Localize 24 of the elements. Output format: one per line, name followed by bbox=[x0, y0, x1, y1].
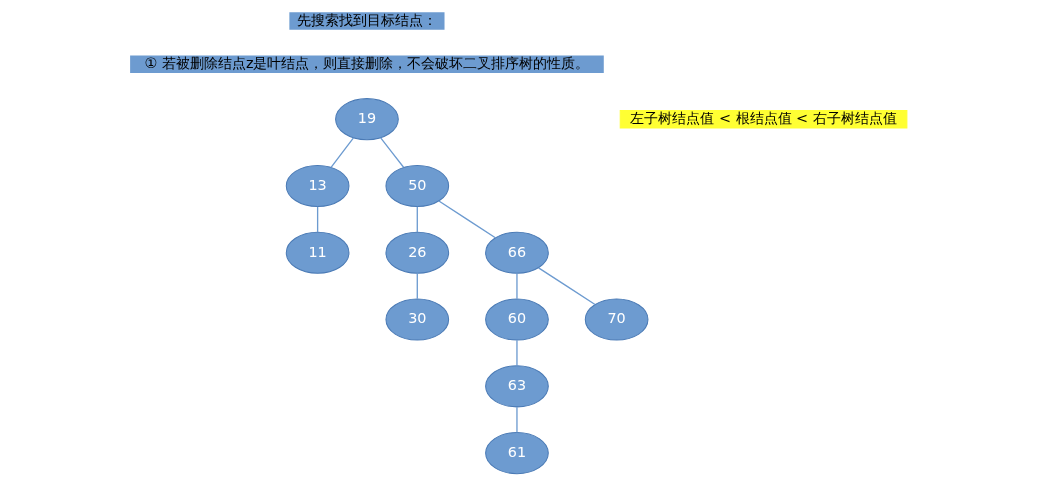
node-ellipse: 13 bbox=[285, 164, 350, 208]
connector bbox=[416, 206, 418, 233]
label: ① 若被删除结点z是叶结点，则直接删除，不会破坏二叉排序树的性质。 bbox=[144, 55, 590, 72]
connector bbox=[516, 272, 518, 300]
connector bbox=[537, 267, 596, 306]
label: 左子树结点值 < 根结点值 < 右子树结点值 bbox=[630, 109, 897, 126]
node-ellipse: 70 bbox=[584, 298, 649, 341]
connector bbox=[416, 272, 418, 300]
node-ellipse: 63 bbox=[485, 365, 549, 408]
node-ellipse: 50 bbox=[385, 164, 450, 208]
connector bbox=[330, 137, 355, 168]
node-ellipse: 66 bbox=[485, 231, 549, 274]
node-ellipse: 19 bbox=[335, 98, 399, 141]
connector bbox=[316, 206, 319, 233]
node-ellipse: 30 bbox=[385, 298, 450, 341]
connector bbox=[438, 200, 497, 239]
connector bbox=[516, 339, 518, 367]
label: 先搜索找到目标结点： bbox=[296, 11, 437, 28]
connector bbox=[516, 406, 518, 434]
connector bbox=[380, 137, 405, 168]
node-ellipse: 26 bbox=[385, 231, 450, 274]
node-ellipse: 61 bbox=[485, 432, 549, 475]
node-ellipse: 60 bbox=[485, 298, 549, 341]
node-ellipse: 11 bbox=[285, 231, 350, 274]
